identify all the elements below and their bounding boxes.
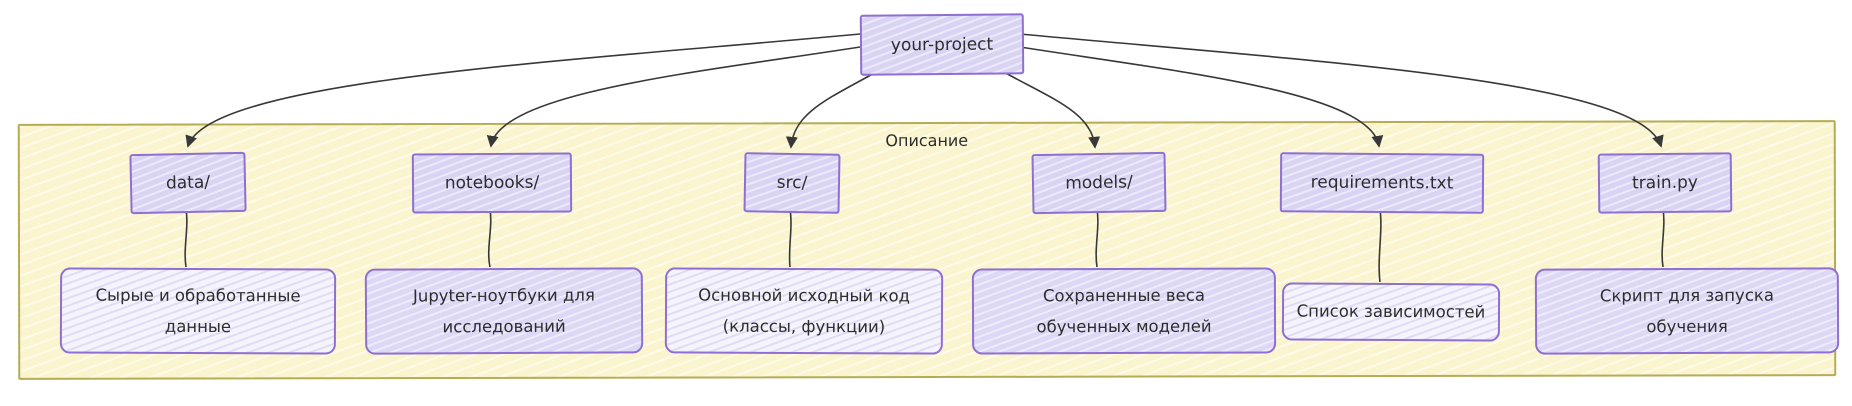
desc-text: Сохраненные веса обученных моделей bbox=[1036, 285, 1212, 337]
group-label: Описание bbox=[885, 130, 969, 151]
desc-data: Сырые и обработанные данные bbox=[59, 267, 337, 355]
node-data: data/ bbox=[129, 151, 247, 215]
node-requirements: requirements.txt bbox=[1279, 152, 1485, 214]
desc-src: Основной исходный код (классы, функции) bbox=[664, 267, 944, 355]
node-your-project: your-project bbox=[859, 13, 1025, 76]
node-notebooks: notebooks/ bbox=[411, 152, 573, 214]
node-label: requirements.txt bbox=[1310, 172, 1454, 194]
desc-text: Список зависимостей bbox=[1296, 301, 1486, 322]
desc-train: Скрипт для запуска обучения bbox=[1534, 267, 1840, 355]
desc-text: Скрипт для запуска обучения bbox=[1599, 285, 1774, 337]
node-label: data/ bbox=[165, 172, 211, 194]
desc-text: Основной исходный код (классы, функции) bbox=[698, 285, 911, 337]
node-label: models/ bbox=[1065, 172, 1133, 194]
desc-requirements: Список зависимостей bbox=[1281, 282, 1501, 342]
desc-models: Сохраненные веса обученных моделей bbox=[971, 267, 1277, 355]
node-src: src/ bbox=[743, 152, 841, 214]
desc-notebooks: Jupyter-ноутбуки для исследований bbox=[364, 267, 644, 355]
node-label: notebooks/ bbox=[444, 172, 540, 194]
desc-text: Сырые и обработанные данные bbox=[95, 285, 301, 337]
node-label: src/ bbox=[776, 172, 808, 194]
desc-text: Jupyter-ноутбуки для исследований bbox=[412, 285, 595, 337]
node-label: your-project bbox=[890, 34, 994, 55]
node-train: train.py bbox=[1597, 152, 1733, 214]
node-models: models/ bbox=[1031, 151, 1167, 215]
node-label: train.py bbox=[1631, 172, 1699, 194]
